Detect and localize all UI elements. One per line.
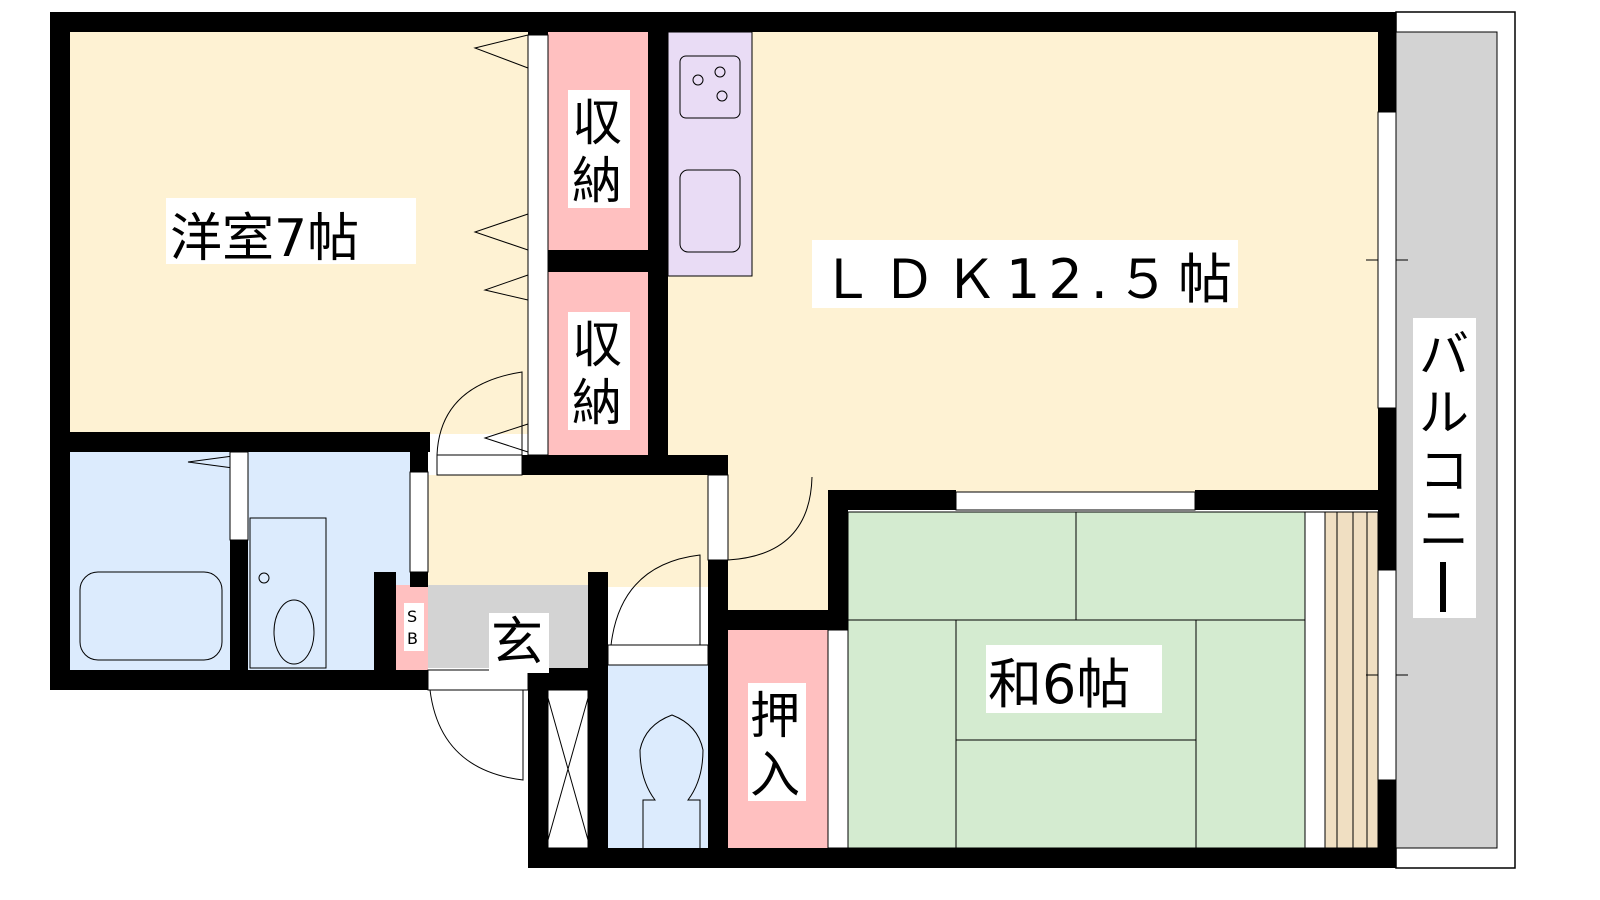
engawa xyxy=(1324,511,1379,849)
balcony-label-5: ー xyxy=(1444,603,1445,605)
engawa-board xyxy=(1304,511,1326,849)
ldk-label: ＬＤＫ12.５帖 xyxy=(820,248,1232,311)
entrance-label: 玄 xyxy=(491,613,543,673)
storage-1-label-1: 収 xyxy=(572,94,622,152)
ldk-passage xyxy=(728,470,830,612)
walls xyxy=(50,12,1396,868)
storage-2-label-2: 納 xyxy=(572,374,622,432)
toilet xyxy=(608,665,708,848)
balcony-label-5-bar xyxy=(1440,562,1446,612)
japanese-room-label: 和6帖 xyxy=(988,653,1130,716)
balcony-label-1: バ xyxy=(1419,326,1469,384)
windows xyxy=(229,34,1397,849)
detail-lines xyxy=(79,34,1408,848)
oshiire-label-2: 入 xyxy=(750,746,800,804)
shoebox-label-1: S xyxy=(407,607,417,626)
storage-2-label-1: 収 xyxy=(572,316,622,374)
balcony-label-4: ニ xyxy=(1419,500,1469,558)
oshiire-label-1: 押 xyxy=(750,687,800,745)
balcony-label-3: コ xyxy=(1419,442,1469,500)
western-room-label: 洋室7帖 xyxy=(170,209,359,269)
kitchen-counter xyxy=(667,31,753,277)
shoebox-label-2: B xyxy=(407,629,418,648)
storage-1-label-2: 納 xyxy=(572,152,622,210)
hallway xyxy=(428,475,710,587)
balcony-label-2: ル xyxy=(1419,384,1469,442)
